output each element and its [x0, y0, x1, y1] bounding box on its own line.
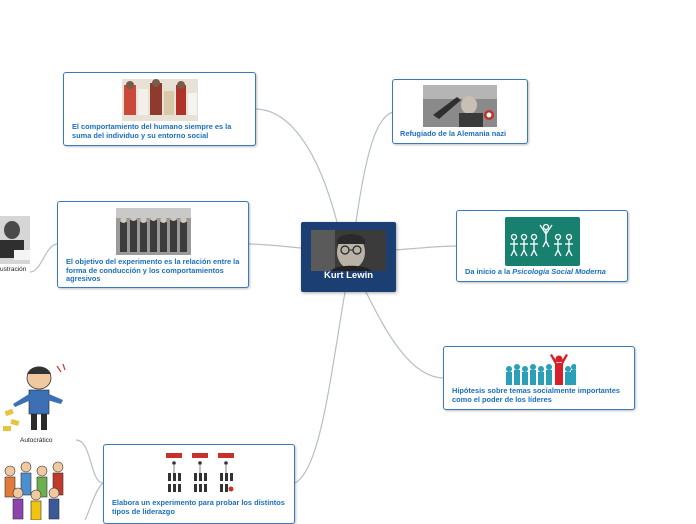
node-psicologia-prefix: Da inicio a la	[465, 267, 513, 276]
link-elabora	[294, 291, 346, 484]
protest-photo	[122, 79, 198, 121]
nazi-salute-photo	[423, 85, 497, 127]
crowd-cartoon[interactable]	[0, 457, 76, 520]
link-autocratico	[75, 439, 104, 484]
link-psicologia	[395, 245, 458, 251]
caption-ilustracion: ustración	[0, 266, 27, 273]
crowd-leader-illustration	[504, 353, 576, 385]
node-comportamiento[interactable]: El comportamiento del humano siempre es …	[63, 72, 256, 146]
node-elabora-text: Elabora un experimento para probar los d…	[112, 498, 285, 516]
node-refugiado-text: Refugiado de la Alemania nazi	[400, 129, 507, 138]
link-hipotesis	[365, 291, 445, 379]
central-title: Kurt Lewin	[323, 270, 374, 281]
node-elabora[interactable]: Elabora un experimento para probar los d…	[103, 444, 295, 524]
leadership-chart-diagram	[164, 451, 236, 495]
link-refugiado	[355, 111, 395, 223]
node-psicologia-text: Da inicio a la Psicología Social Moderna	[465, 267, 625, 277]
link-crowd	[84, 482, 104, 520]
link-objetivo	[247, 243, 302, 249]
node-objetivo[interactable]: El objetivo del experimento es la relaci…	[57, 201, 249, 288]
angry-boss-cartoon[interactable]	[1, 360, 76, 435]
chalkboard-people-illustration	[505, 217, 580, 266]
lewin-portrait	[311, 230, 386, 271]
node-comportamiento-text: El comportamiento del humano siempre es …	[72, 122, 232, 140]
writing-person-photo[interactable]	[0, 216, 30, 264]
node-psicologia[interactable]: Da inicio a la Psicología Social Moderna	[456, 210, 628, 282]
node-psicologia-emph: Psicología Social Moderna	[512, 267, 606, 276]
node-hipotesis-text: Hipótesis sobre temas socialmente import…	[452, 386, 620, 404]
link-comportamiento	[255, 108, 338, 223]
central-topic[interactable]: Kurt Lewin	[301, 222, 396, 292]
node-refugiado[interactable]: Refugiado de la Alemania nazi	[392, 79, 528, 144]
node-objetivo-text: El objetivo del experimento es la relaci…	[66, 257, 240, 284]
node-hipotesis[interactable]: Hipótesis sobre temas socialmente import…	[443, 346, 635, 410]
soldiers-photo	[116, 208, 191, 255]
link-ilustracion	[29, 243, 59, 273]
caption-autocratico: Autocrático	[20, 437, 53, 444]
